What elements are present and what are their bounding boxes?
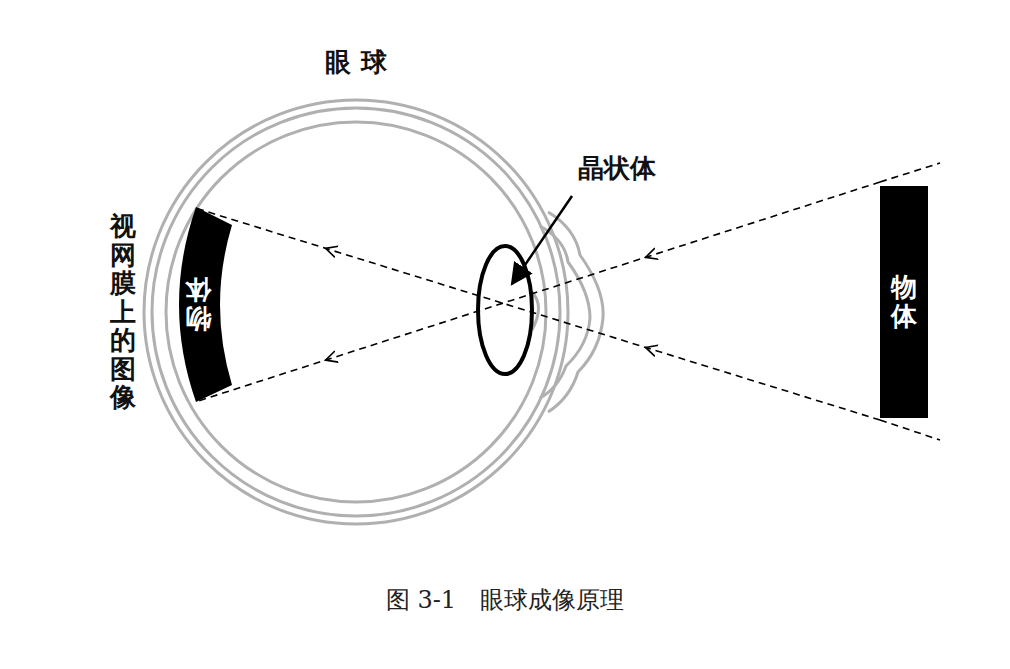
node-text: 物体 xyxy=(891,273,917,330)
retina-image: 物体 xyxy=(168,205,236,404)
light-ray xyxy=(195,208,880,420)
figure-caption: 图 3-1 眼球成像原理 xyxy=(386,584,624,616)
lens-label: 晶状体 xyxy=(578,151,656,186)
object-bar: 物体 xyxy=(880,186,928,418)
light-ray xyxy=(195,182,880,402)
node-text: 物体 xyxy=(185,276,211,333)
eye-label: 眼 球 xyxy=(325,45,386,80)
retina-image-label: 视网膜上的图像 xyxy=(110,212,136,412)
